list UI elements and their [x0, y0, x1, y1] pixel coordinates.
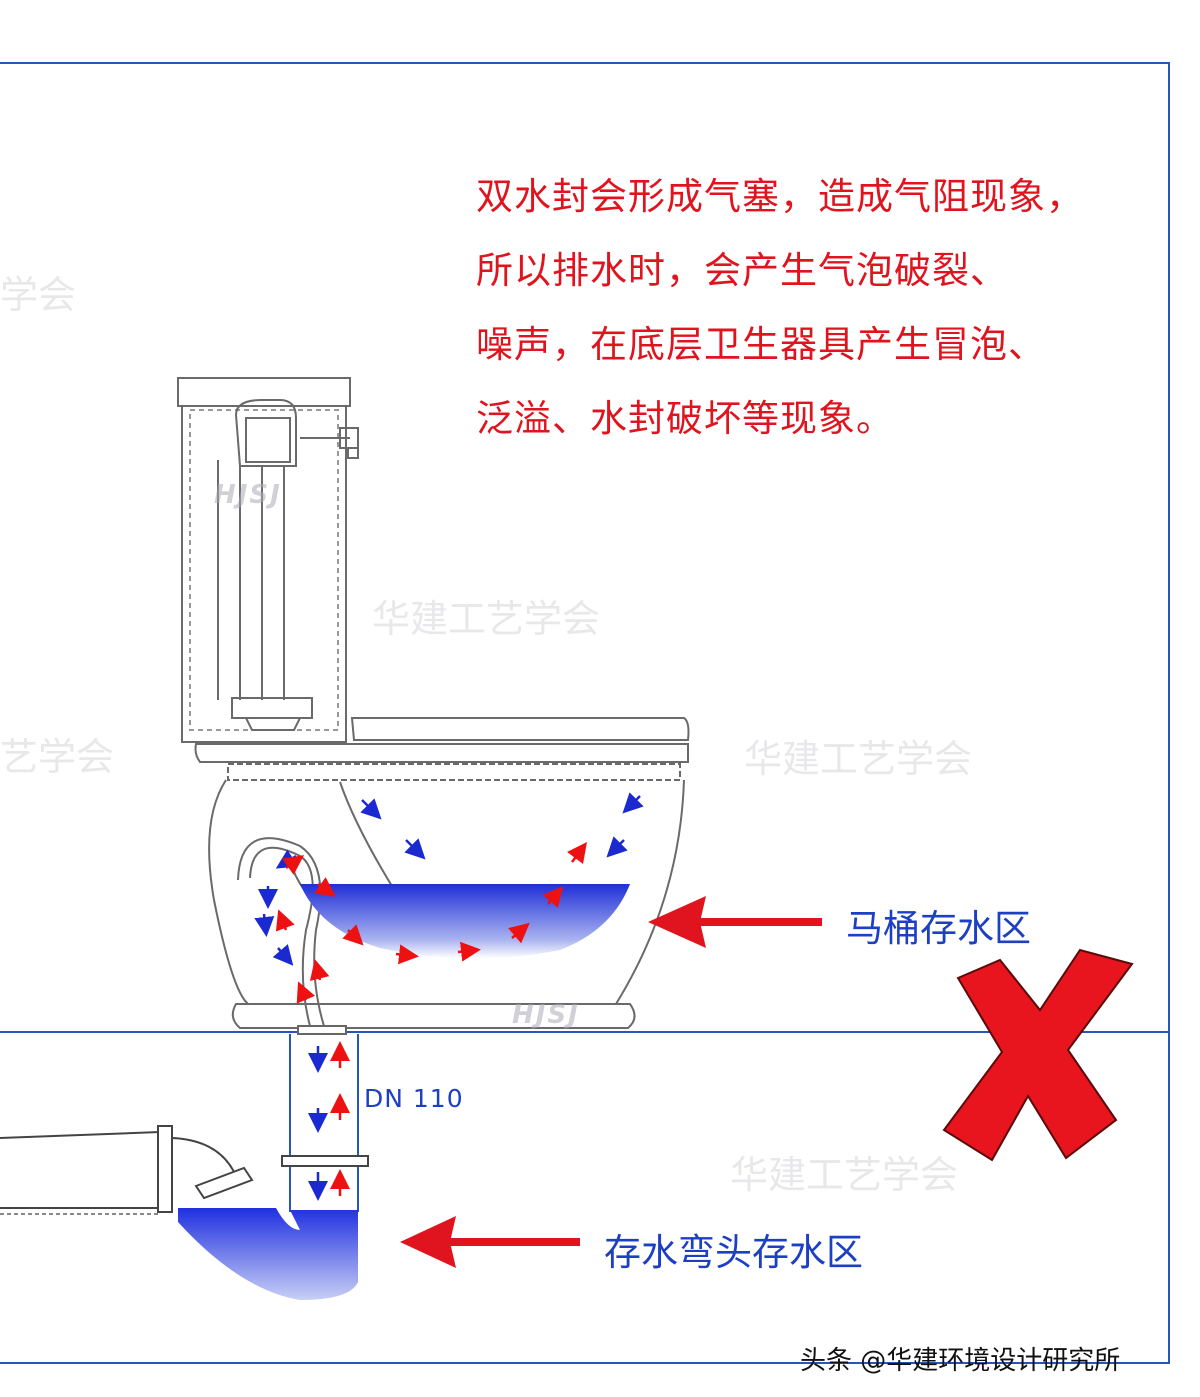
warning-text: 双水封会形成气塞，造成气阻现象， 所以排水时，会产生气泡破裂、 噪声，在底层卫生…: [476, 160, 1084, 456]
pipe-size-label: DN 110: [364, 1084, 464, 1113]
trap-water: [178, 1208, 358, 1300]
trap-water-zone-label: 存水弯头存水区: [604, 1231, 863, 1274]
watermark: 华建工艺学会: [744, 737, 973, 781]
bowl-water: [300, 884, 630, 959]
toilet-tank: [177, 377, 359, 743]
watermark: 学会: [0, 273, 77, 317]
toilet-water-zone-label: 马桶存水区: [846, 907, 1031, 950]
logo-watermark: HJSJ: [512, 1000, 580, 1030]
pointer-arrow-toilet: [648, 896, 822, 948]
warning-line: 噪声，在底层卫生器具产生冒泡、: [476, 323, 1046, 366]
drain-pipe: [0, 1025, 369, 1215]
red-x-icon: [942, 948, 1134, 1162]
pointer-arrow-trap: [400, 1216, 580, 1268]
warning-line: 所以排水时，会产生气泡破裂、: [476, 249, 1008, 292]
logo-watermark: HJSJ: [214, 480, 282, 510]
watermark: 艺学会: [0, 735, 115, 779]
watermark: 华建工艺学会: [372, 597, 601, 641]
warning-line: 泛溢、水封破坏等现象。: [476, 397, 894, 440]
watermark: 华建工艺学会: [730, 1153, 959, 1197]
source-credit: 头条 @华建环境设计研究所: [800, 1346, 1121, 1376]
diagram-frame: [0, 62, 1170, 1364]
floor-line: [0, 1031, 1170, 1033]
toilet-seat: [194, 717, 690, 781]
red-flow-arrows: [275, 842, 587, 1196]
blue-flow-arrows: [254, 792, 644, 1201]
warning-line: 双水封会形成气塞，造成气阻现象，: [476, 175, 1084, 218]
